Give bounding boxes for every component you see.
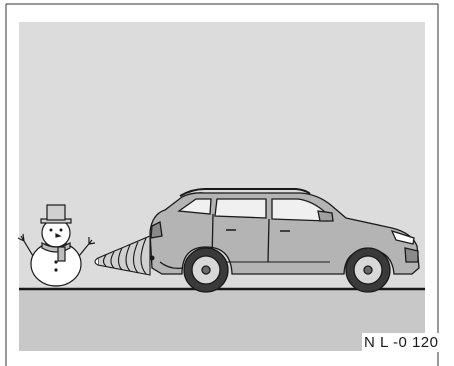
figure-reference-code: N L -0 120 bbox=[362, 333, 441, 352]
rear-sensor-icon bbox=[150, 256, 155, 261]
